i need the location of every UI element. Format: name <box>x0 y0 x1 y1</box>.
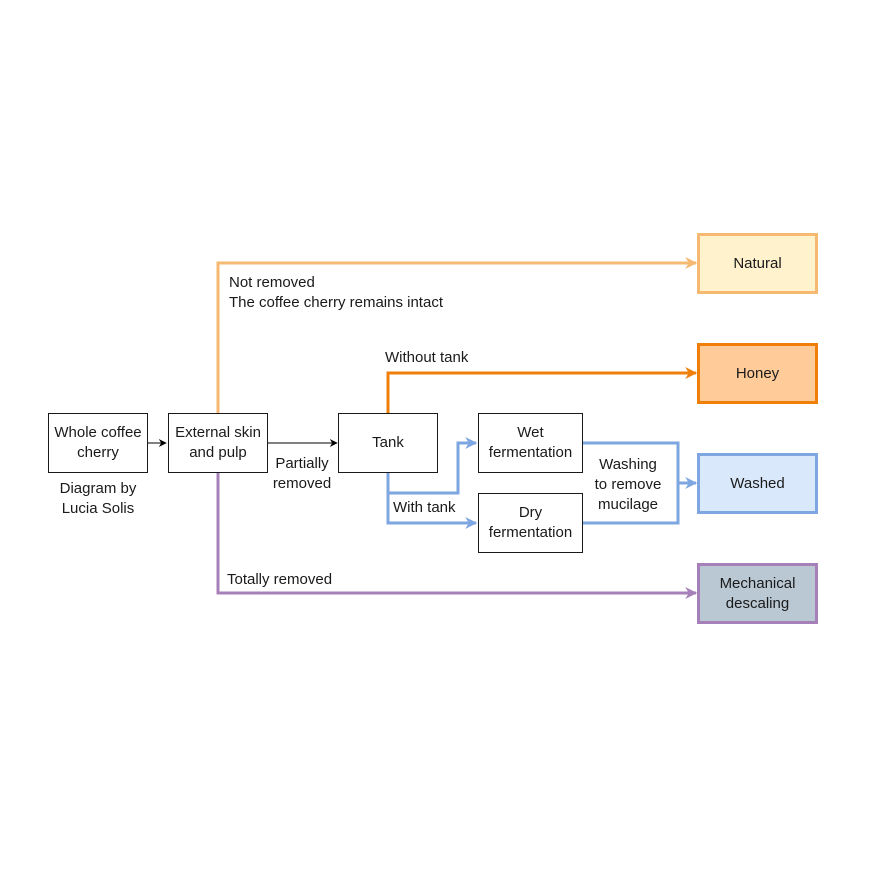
outcome-descaling-label: Mechanical descaling <box>719 574 796 612</box>
node-whole-cherry-label: Whole coffee cherry <box>54 424 142 461</box>
outcome-washed: Washed <box>697 453 818 514</box>
node-dry-fermentation-label: Dry fermentation <box>488 504 573 541</box>
node-wet-fermentation: Wet fermentation <box>478 413 583 473</box>
outcome-natural: Natural <box>697 233 818 294</box>
edge-wet-to-washing <box>583 441 680 483</box>
node-tank-label: Tank <box>372 434 404 451</box>
totally-removed-label: Totally removed <box>227 571 333 588</box>
with-tank-label: With tank <box>393 499 456 516</box>
node-dry-fermentation: Dry fermentation <box>478 493 583 553</box>
partially-removed-label: Partially removed <box>272 455 332 492</box>
node-skin-pulp: External skin and pulp <box>168 413 268 473</box>
credit-label: Diagram by Lucia Solis <box>59 480 137 517</box>
washing-label: Washing to remove mucilage <box>583 455 673 515</box>
outcome-natural-label: Natural <box>733 254 782 272</box>
outcome-descaling: Mechanical descaling <box>697 563 818 624</box>
not-removed-label: Not removed The coffee cherry remains in… <box>229 274 443 311</box>
edge-descaling <box>216 473 698 599</box>
without-tank-label: Without tank <box>385 349 469 366</box>
outcome-honey: Honey <box>697 343 818 404</box>
edge-honey <box>386 367 698 413</box>
node-wet-fermentation-label: Wet fermentation <box>488 424 573 461</box>
node-tank: Tank <box>338 413 438 473</box>
edge-tank-to-dry <box>386 473 478 529</box>
node-whole-cherry: Whole coffee cherry <box>48 413 148 473</box>
edge-natural <box>216 257 698 413</box>
edge-dry-to-washing <box>583 483 680 525</box>
node-skin-pulp-label: External skin and pulp <box>175 424 261 461</box>
outcome-washed-label: Washed <box>730 474 785 492</box>
outcome-honey-label: Honey <box>735 364 780 382</box>
